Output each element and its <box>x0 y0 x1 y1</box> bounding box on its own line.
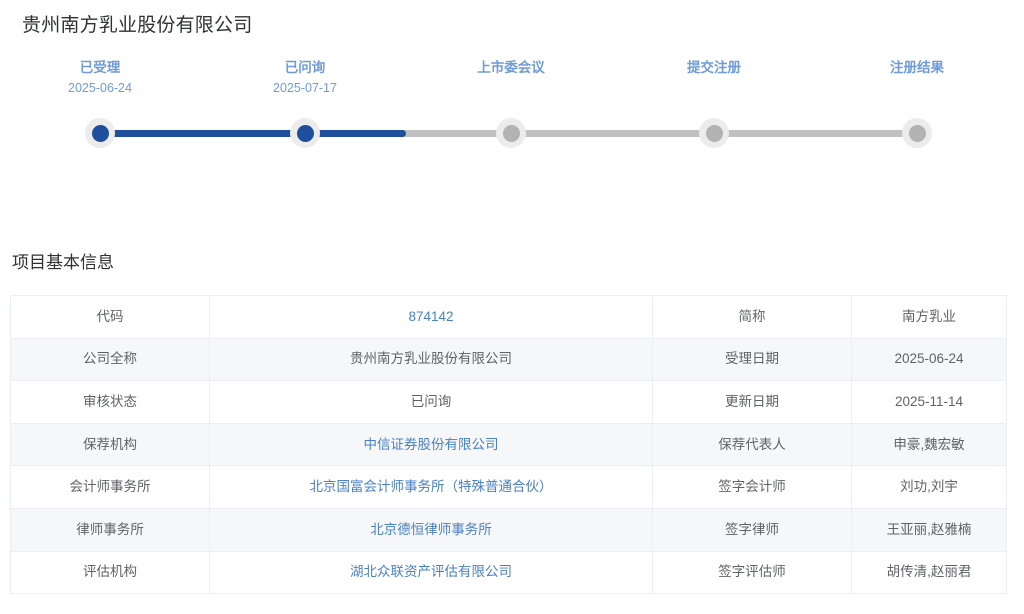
table-cell-link[interactable]: 湖北众联资产评估有限公司 <box>350 564 512 580</box>
stepper-step-dot-inner <box>91 124 109 142</box>
stepper-step-date <box>421 79 601 98</box>
table-cell-label-right: 签字会计师 <box>652 465 852 509</box>
table-row: 律师事务所 北京德恒律师事务所 签字律师王亚丽,赵雅楠 <box>10 507 1007 552</box>
stepper-step-date <box>624 79 804 98</box>
table-cell-label-left: 审核状态 <box>10 380 210 424</box>
table-cell-value-left: 中信证券股份有限公司 <box>209 422 653 467</box>
page-title: 贵州南方乳业股份有限公司 <box>22 15 253 36</box>
table-cell-label-left: 代码 <box>10 295 210 339</box>
table-cell-label-right: 受理日期 <box>652 337 852 382</box>
table-cell-label-right: 更新日期 <box>652 380 852 424</box>
stepper-step-dot <box>902 118 932 148</box>
table-cell-value-left: 贵州南方乳业股份有限公司 <box>209 337 653 382</box>
stepper-step-date <box>827 79 1007 98</box>
stepper-step-label: 上市委会议 <box>477 60 545 75</box>
table-cell-label-right: 简称 <box>652 295 852 339</box>
table-cell-value-right: 胡传清,赵丽君 <box>851 550 1007 595</box>
stepper-step-dot <box>496 118 526 148</box>
table-cell-link[interactable]: 北京德恒律师事务所 <box>370 521 492 537</box>
table-cell-value-right: 2025-06-24 <box>851 337 1007 382</box>
table-cell-link[interactable]: 北京国富会计师事务所（特殊普通合伙） <box>309 479 553 495</box>
table-cell-label-left: 公司全称 <box>10 337 210 382</box>
table-row: 评估机构 湖北众联资产评估有限公司 签字评估师胡传清,赵丽君 <box>10 550 1007 595</box>
stepper-track-fill <box>100 130 406 137</box>
stepper-step-dot <box>699 118 729 148</box>
table-cell-text: 贵州南方乳业股份有限公司 <box>350 351 512 367</box>
stepper-step-date: 2025-06-24 <box>68 81 132 95</box>
table-cell-link[interactable]: 874142 <box>408 308 454 324</box>
stepper-step-label: 提交注册 <box>687 60 741 75</box>
stepper-step-3[interactable]: 上市委会议 <box>421 58 601 148</box>
stepper-step-dot <box>85 118 115 148</box>
table-row: 代码 874142 简称南方乳业 <box>10 295 1007 339</box>
table-cell-label-right: 签字评估师 <box>652 550 852 595</box>
stepper-step-label: 已问询 <box>284 60 326 75</box>
stepper-step-1[interactable]: 已受理 2025-06-24 <box>10 58 190 148</box>
table-cell-label-left: 律师事务所 <box>10 507 210 552</box>
review-progress-stepper: 已受理 2025-06-24 已问询 2025-07-17 上市委会议 提交注册 注册结果 <box>0 58 1024 153</box>
table-cell-value-left: 北京国富会计师事务所（特殊普通合伙） <box>209 465 653 509</box>
stepper-step-dot-inner <box>908 124 926 142</box>
table-cell-label-right: 保荐代表人 <box>652 422 852 467</box>
section-heading-basic-info: 项目基本信息 <box>12 253 114 272</box>
table-cell-label-left: 保荐机构 <box>10 422 210 467</box>
table-row: 会计师事务所 北京国富会计师事务所（特殊普通合伙） 签字会计师刘功,刘宇 <box>10 465 1007 509</box>
table-cell-value-right: 刘功,刘宇 <box>851 465 1007 509</box>
table-cell-value-right: 2025-11-14 <box>851 380 1007 424</box>
table-cell-value-left: 已问询 <box>209 380 653 424</box>
stepper-step-label: 已受理 <box>79 60 121 75</box>
table-cell-value-left: 874142 <box>209 295 653 339</box>
stepper-step-5[interactable]: 注册结果 <box>827 58 1007 148</box>
table-cell-label-left: 会计师事务所 <box>10 465 210 509</box>
stepper-step-dot-inner <box>705 124 723 142</box>
stepper-step-date: 2025-07-17 <box>273 81 337 95</box>
stepper-step-label: 注册结果 <box>890 60 944 75</box>
stepper-step-2[interactable]: 已问询 2025-07-17 <box>215 58 395 148</box>
table-cell-label-right: 签字律师 <box>652 507 852 552</box>
stepper-step-4[interactable]: 提交注册 <box>624 58 804 148</box>
stepper-step-dot-inner <box>296 124 314 142</box>
table-cell-value-left: 北京德恒律师事务所 <box>209 507 653 552</box>
table-cell-value-right: 申豪,魏宏敏 <box>851 422 1007 467</box>
table-row: 保荐机构 中信证券股份有限公司 保荐代表人申豪,魏宏敏 <box>10 422 1007 467</box>
stepper-step-dot <box>290 118 320 148</box>
table-cell-value-right: 王亚丽,赵雅楠 <box>851 507 1007 552</box>
table-cell-text: 已问询 <box>410 393 452 409</box>
stepper-step-dot-inner <box>502 124 520 142</box>
table-cell-value-right: 南方乳业 <box>851 295 1007 339</box>
table-cell-link[interactable]: 中信证券股份有限公司 <box>363 436 499 452</box>
table-cell-value-left: 湖北众联资产评估有限公司 <box>209 550 653 595</box>
table-cell-label-left: 评估机构 <box>10 550 210 595</box>
